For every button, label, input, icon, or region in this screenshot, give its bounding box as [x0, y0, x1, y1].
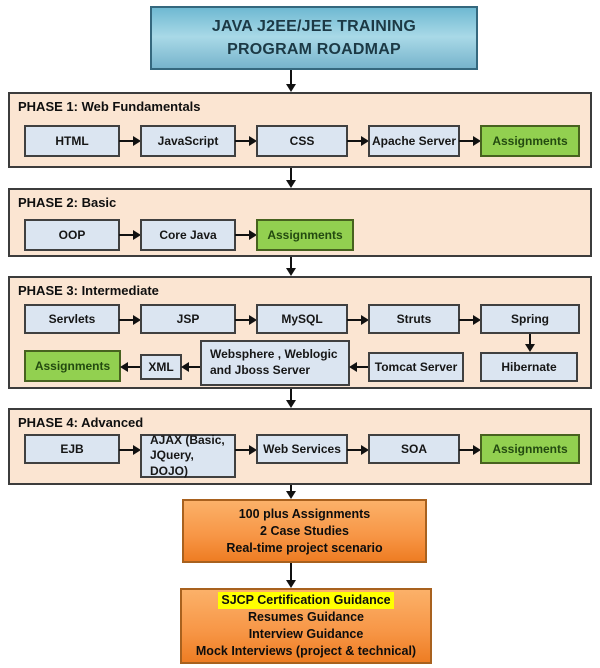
title-box: JAVA J2EE/JEE TRAINING PROGRAM ROADMAP — [150, 6, 478, 70]
node-tomcat-server: Tomcat Server — [368, 352, 464, 382]
node-css: CSS — [256, 125, 348, 157]
summary2-line-3: Interview Guidance — [248, 627, 364, 641]
arrow-right-icon — [347, 135, 369, 146]
phase-1-panel: PHASE 1: Web Fundamentals HTML JavaScrip… — [8, 92, 592, 168]
node-spring: Spring — [480, 304, 580, 334]
summary1-line-1: 100 plus Assignments — [238, 506, 371, 521]
node-oop: OOP — [24, 219, 120, 251]
summary-assignments-box: 100 plus Assignments 2 Case Studies Real… — [182, 499, 427, 563]
node-soa: SOA — [368, 434, 460, 464]
node-websphere-weblogic-jboss: Websphere , Weblogic and Jboss Server — [200, 340, 350, 386]
summary1-line-2: 2 Case Studies — [260, 523, 349, 538]
node-ejb: EJB — [24, 434, 120, 464]
arrow-down-icon — [285, 257, 296, 276]
arrow-down-icon — [285, 485, 296, 499]
websphere-line-2: and Jboss Server — [210, 363, 311, 377]
arrow-left-icon — [120, 361, 141, 372]
summary1-line-3: Real-time project scenario — [226, 540, 383, 555]
arrow-right-icon — [235, 135, 257, 146]
node-hibernate: Hibernate — [480, 352, 578, 382]
summary2-line-4: Mock Interviews (project & technical) — [195, 644, 417, 658]
phase-3-label: PHASE 3: Intermediate — [18, 283, 159, 298]
arrow-left-icon — [349, 361, 369, 372]
phase-1-label: PHASE 1: Web Fundamentals — [18, 99, 201, 114]
arrow-down-icon — [285, 563, 296, 588]
node-struts: Struts — [368, 304, 460, 334]
ajax-line-2: JQuery, DOJO) — [150, 448, 194, 478]
node-servlets: Servlets — [24, 304, 120, 334]
phase-4-label: PHASE 4: Advanced — [18, 415, 144, 430]
arrow-right-icon — [459, 135, 481, 146]
arrow-right-icon — [459, 314, 481, 325]
phase-4-panel: PHASE 4: Advanced EJB AJAX (Basic, JQuer… — [8, 408, 592, 485]
summary2-line-1-highlighted: SJCP Certification Guidance — [218, 592, 394, 609]
node-apache-server: Apache Server — [368, 125, 460, 157]
node-assignments-phase3: Assignments — [24, 350, 121, 382]
phase-2-label: PHASE 2: Basic — [18, 195, 117, 210]
summary2-line-2: Resumes Guidance — [247, 610, 364, 624]
arrow-right-icon — [459, 444, 481, 455]
node-assignments-phase2: Assignments — [256, 219, 354, 251]
arrow-right-icon — [119, 135, 141, 146]
arrow-right-icon — [235, 444, 257, 455]
node-core-java: Core Java — [140, 219, 236, 251]
title-line-2: PROGRAM ROADMAP — [227, 41, 401, 58]
arrow-down-icon — [285, 168, 296, 188]
arrow-right-icon — [235, 229, 257, 240]
arrow-right-icon — [347, 314, 369, 325]
node-jsp: JSP — [140, 304, 236, 334]
summary-guidance-box: SJCP Certification Guidance Resumes Guid… — [180, 588, 432, 664]
node-javascript: JavaScript — [140, 125, 236, 157]
title-line-1: JAVA J2EE/JEE TRAINING — [211, 17, 417, 35]
arrow-right-icon — [235, 314, 257, 325]
phase-3-panel: PHASE 3: Intermediate Servlets JSP MySQL… — [8, 276, 592, 389]
arrow-down-icon — [285, 389, 296, 408]
arrow-right-icon — [119, 229, 141, 240]
ajax-line-1: AJAX (Basic, — [150, 432, 225, 447]
node-assignments-phase4: Assignments — [480, 434, 580, 464]
node-ajax: AJAX (Basic, JQuery, DOJO) — [140, 432, 236, 478]
node-web-services: Web Services — [256, 434, 348, 464]
arrow-right-icon — [347, 444, 369, 455]
node-mysql: MySQL — [256, 304, 348, 334]
arrow-right-icon — [119, 314, 141, 325]
phase-2-panel: PHASE 2: Basic OOP Core Java Assignments — [8, 188, 592, 257]
arrow-down-icon — [285, 70, 296, 92]
arrow-left-icon — [181, 361, 201, 372]
node-html: HTML — [24, 125, 120, 157]
node-assignments-phase1: Assignments — [480, 125, 580, 157]
arrow-down-icon — [524, 334, 535, 352]
arrow-right-icon — [119, 444, 141, 455]
node-xml: XML — [140, 354, 182, 380]
websphere-line-1: Websphere , Weblogic — [210, 347, 338, 362]
